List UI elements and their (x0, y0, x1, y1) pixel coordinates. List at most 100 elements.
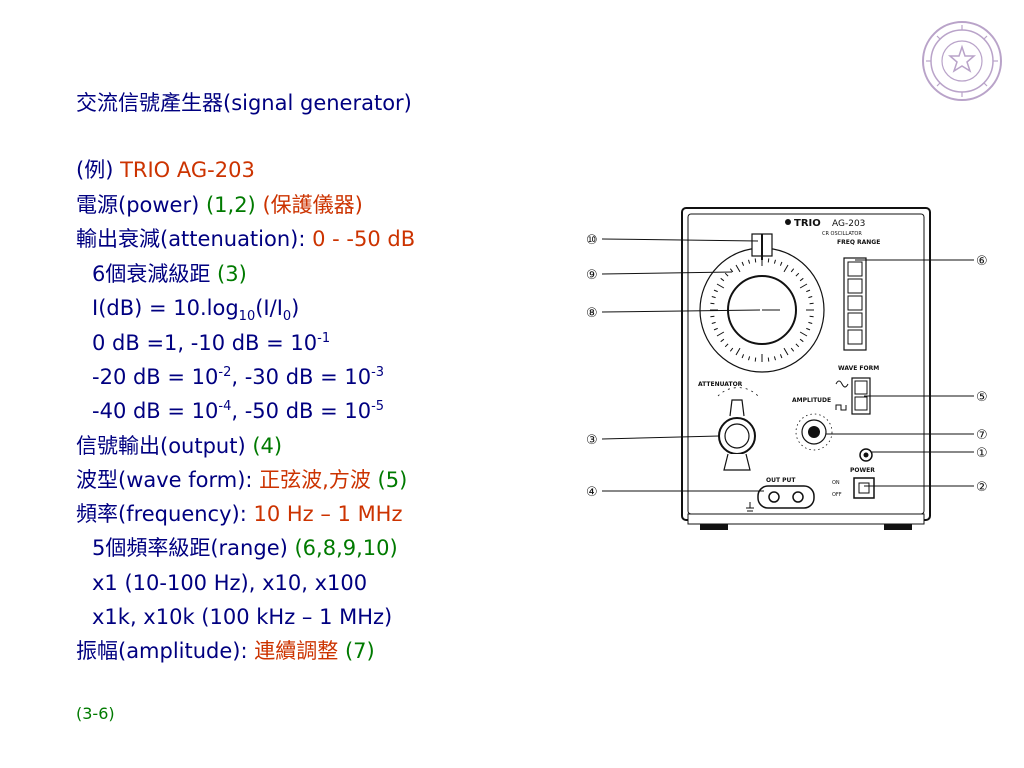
page-number: (3-6) (76, 704, 115, 723)
db3-exp-a: -4 (218, 399, 232, 414)
dial-tick (754, 357, 757, 362)
amplitude-knob[interactable]: AMPLITUDE (792, 397, 833, 451)
dial-tick (795, 272, 800, 277)
callout-9: ⑨ (586, 268, 598, 283)
freq-range-label: FREQ RANGE (837, 239, 880, 246)
callout-3: ③ (586, 433, 598, 448)
dial-tick (809, 302, 814, 305)
dial-tick (799, 338, 804, 343)
dial-tick (741, 261, 745, 266)
frequency-dial[interactable] (699, 233, 825, 373)
db-line-2: -20 dB = 10-2, -30 dB = 10-3 (92, 364, 384, 390)
db2-text-a: -20 dB = 10 (92, 365, 219, 389)
callout-numbers: ⑩ ⑨ ⑧ ③ ④ ⑥ ⑤ ⑦ ① ② (586, 233, 988, 500)
device-brand: TRIO (794, 218, 821, 229)
amplitude-en: (amplitude): (118, 639, 255, 663)
dial-tick (748, 259, 751, 264)
callout-4: ④ (586, 485, 598, 500)
dial-tick (809, 315, 814, 318)
title-zh: 交流信號產生器 (76, 91, 223, 115)
wave-form-label: WAVE FORM (838, 365, 879, 372)
power-en: (power) (118, 193, 206, 217)
waveform-ref: (5) (370, 468, 408, 492)
callout-7: ⑦ (976, 428, 988, 443)
frequency-value: 10 Hz – 1 MHz (253, 502, 403, 526)
dial-tick (790, 347, 795, 352)
callout-6: ⑥ (976, 254, 988, 269)
ranges-line: 5個頻率級距(range) (6,8,9,10) (92, 535, 398, 561)
pilot-lamp (859, 448, 873, 462)
power-note: (保護儀器) (262, 193, 363, 217)
dial-tick (790, 268, 795, 273)
waveform-en: (wave form): (118, 468, 260, 492)
power-off-label: OFF (832, 492, 842, 498)
dial-tick (720, 338, 725, 343)
callout-1: ① (976, 446, 988, 461)
power-switch[interactable]: POWER ON OFF (832, 467, 875, 499)
db2-exp-a: -2 (218, 365, 232, 380)
formula-sub-0: 0 (282, 309, 292, 325)
dial-tick (773, 356, 776, 361)
dial-tick (748, 356, 751, 361)
att-steps-text: 6個衰減級距 (92, 262, 218, 286)
device-subtitle: CR OSCILLATOR (822, 231, 862, 237)
dial-tick (716, 283, 725, 289)
dial-tick (779, 354, 783, 359)
frequency-en: (frequency): (118, 502, 254, 526)
waveform-zh: 波型 (76, 468, 118, 492)
callout-5: ⑤ (976, 390, 988, 405)
output-terminals[interactable]: OUT PUT (746, 477, 815, 512)
dial-tick (710, 315, 715, 318)
waveform-line: 波型(wave form): 正弦波,方波 (5) (76, 467, 407, 493)
dial-tick (806, 327, 811, 331)
power-ref: (1,2) (205, 193, 263, 217)
signal-generator-diagram: TRIO AG-203 CR OSCILLATOR FREQ RANGE WAV… (586, 207, 988, 530)
range-line-2: x1k, x10k (100 kHz – 1 MHz) (92, 605, 393, 629)
university-seal-logo (922, 21, 1002, 101)
dial-tick (779, 261, 783, 266)
ranges-text: 5個頻率級距(range) (92, 536, 295, 560)
dial-tick (716, 331, 725, 337)
db1-text: 0 dB =1, -10 dB = 10 (92, 331, 318, 355)
dial-tick (808, 296, 813, 299)
output-label: OUT PUT (766, 477, 796, 484)
callout-2: ② (976, 480, 988, 495)
output-line: 信號輸出(output) (4) (76, 433, 282, 459)
frequency-line: 頻率(frequency): 10 Hz – 1 MHz (76, 501, 403, 527)
amplitude-value: 連續調整 (254, 639, 339, 663)
db-line-3: -40 dB = 10-4, -50 dB = 10-5 (92, 398, 384, 424)
wave-form-switch[interactable]: WAVE FORM (835, 365, 879, 415)
dial-tick (711, 321, 716, 324)
dial-tick (799, 277, 804, 282)
dial-tick (720, 277, 725, 282)
dial-tick (773, 259, 776, 264)
dial-tick (729, 268, 734, 273)
brand-header: TRIO AG-203 CR OSCILLATOR (785, 218, 865, 237)
dial-tick (710, 302, 715, 305)
callout-10: ⑩ (586, 233, 598, 248)
dial-tick (724, 272, 729, 277)
dial-tick (741, 354, 745, 359)
frequency-zh: 頻率 (76, 502, 118, 526)
example-line: (例) TRIO AG-203 (76, 157, 255, 183)
dial-tick (806, 289, 811, 293)
dial-tick (799, 331, 808, 337)
output-ref: (4) (252, 434, 283, 458)
db1-exp: -1 (317, 331, 331, 346)
attenuator-knob[interactable]: ATTENUATOR (698, 381, 759, 471)
dial-tick (729, 347, 734, 352)
dial-tick (724, 343, 729, 348)
freq-range-selector[interactable]: FREQ RANGE (837, 239, 880, 351)
formula-b: (I/I (255, 296, 283, 320)
dial-tick (767, 258, 770, 263)
example-prefix: (例) (76, 158, 121, 182)
power-line: 電源(power) (1,2) (保護儀器) (76, 192, 363, 218)
power-label: POWER (850, 467, 875, 474)
output-en: (output) (160, 434, 253, 458)
power-on-label: ON (832, 480, 840, 486)
dial-tick (783, 264, 789, 273)
dial-tick (713, 327, 718, 331)
db2-exp-b: -3 (371, 365, 385, 380)
title-en: (signal generator) (223, 91, 412, 115)
dial-tick (767, 357, 770, 362)
